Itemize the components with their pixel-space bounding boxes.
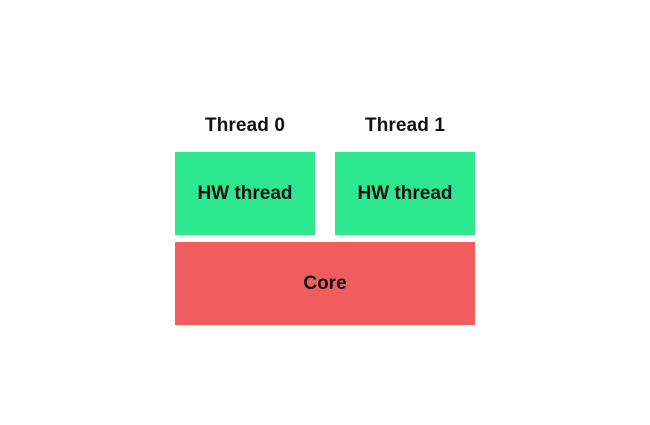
hw-thread-1-box: HW thread xyxy=(335,152,475,235)
hw-thread-0-box: HW thread xyxy=(175,152,315,235)
hw-thread-1-label: HW thread xyxy=(357,182,453,204)
core-box: Core xyxy=(175,242,475,325)
core-label: Core xyxy=(303,272,347,294)
thread-0-label: Thread 0 xyxy=(205,115,285,136)
thread-1-label: Thread 1 xyxy=(365,115,445,136)
hw-thread-0-label: HW thread xyxy=(197,182,293,204)
